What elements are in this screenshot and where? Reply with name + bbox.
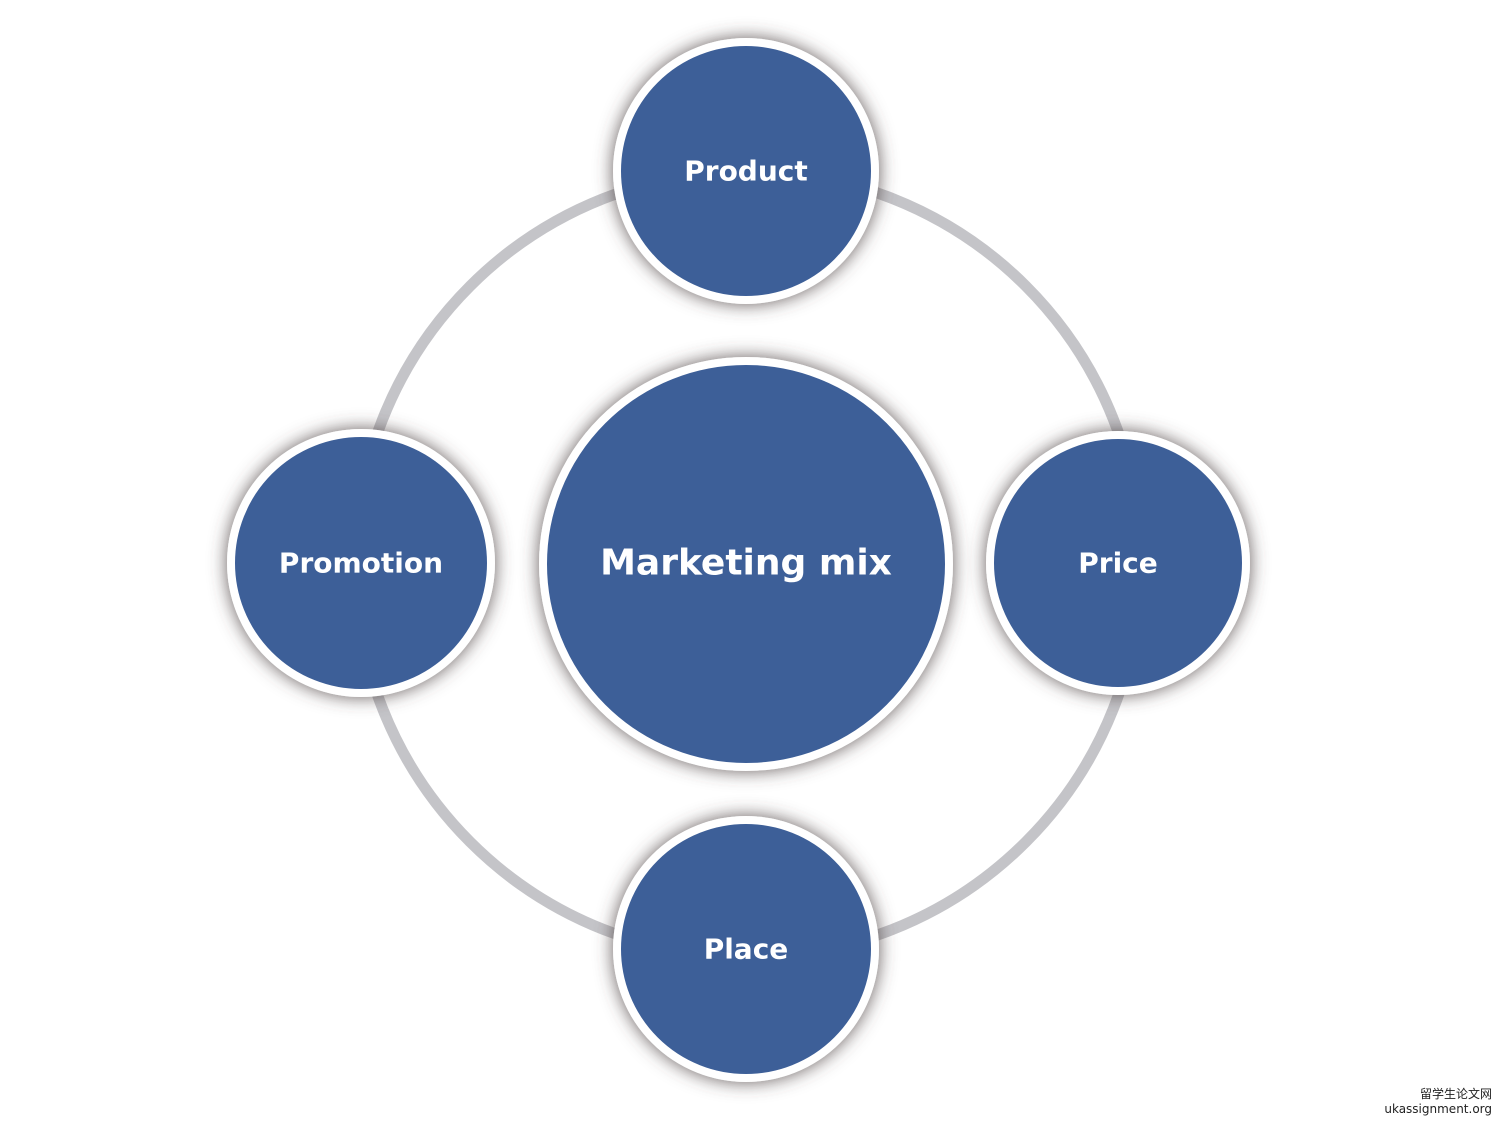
product-circle <box>613 38 879 304</box>
price-node <box>986 431 1250 695</box>
promotion-label: Promotion <box>279 547 443 580</box>
center-label: Marketing mix <box>600 543 892 584</box>
product-node <box>613 38 879 304</box>
center-circle <box>539 357 953 771</box>
watermark-line-1: 留学生论文网 <box>1419 1087 1492 1101</box>
watermark-line-2: ukassignment.org <box>1384 1102 1492 1116</box>
place-circle <box>613 816 879 1082</box>
center-node <box>539 357 953 771</box>
place-label: Place <box>704 933 789 966</box>
place-node <box>613 816 879 1082</box>
product-label: Product <box>684 155 808 188</box>
promotion-circle <box>227 429 495 697</box>
price-label: Price <box>1078 547 1158 580</box>
promotion-node <box>227 429 495 697</box>
watermark: 留学生论文网 ukassignment.org <box>1384 1087 1492 1117</box>
price-circle <box>986 431 1250 695</box>
